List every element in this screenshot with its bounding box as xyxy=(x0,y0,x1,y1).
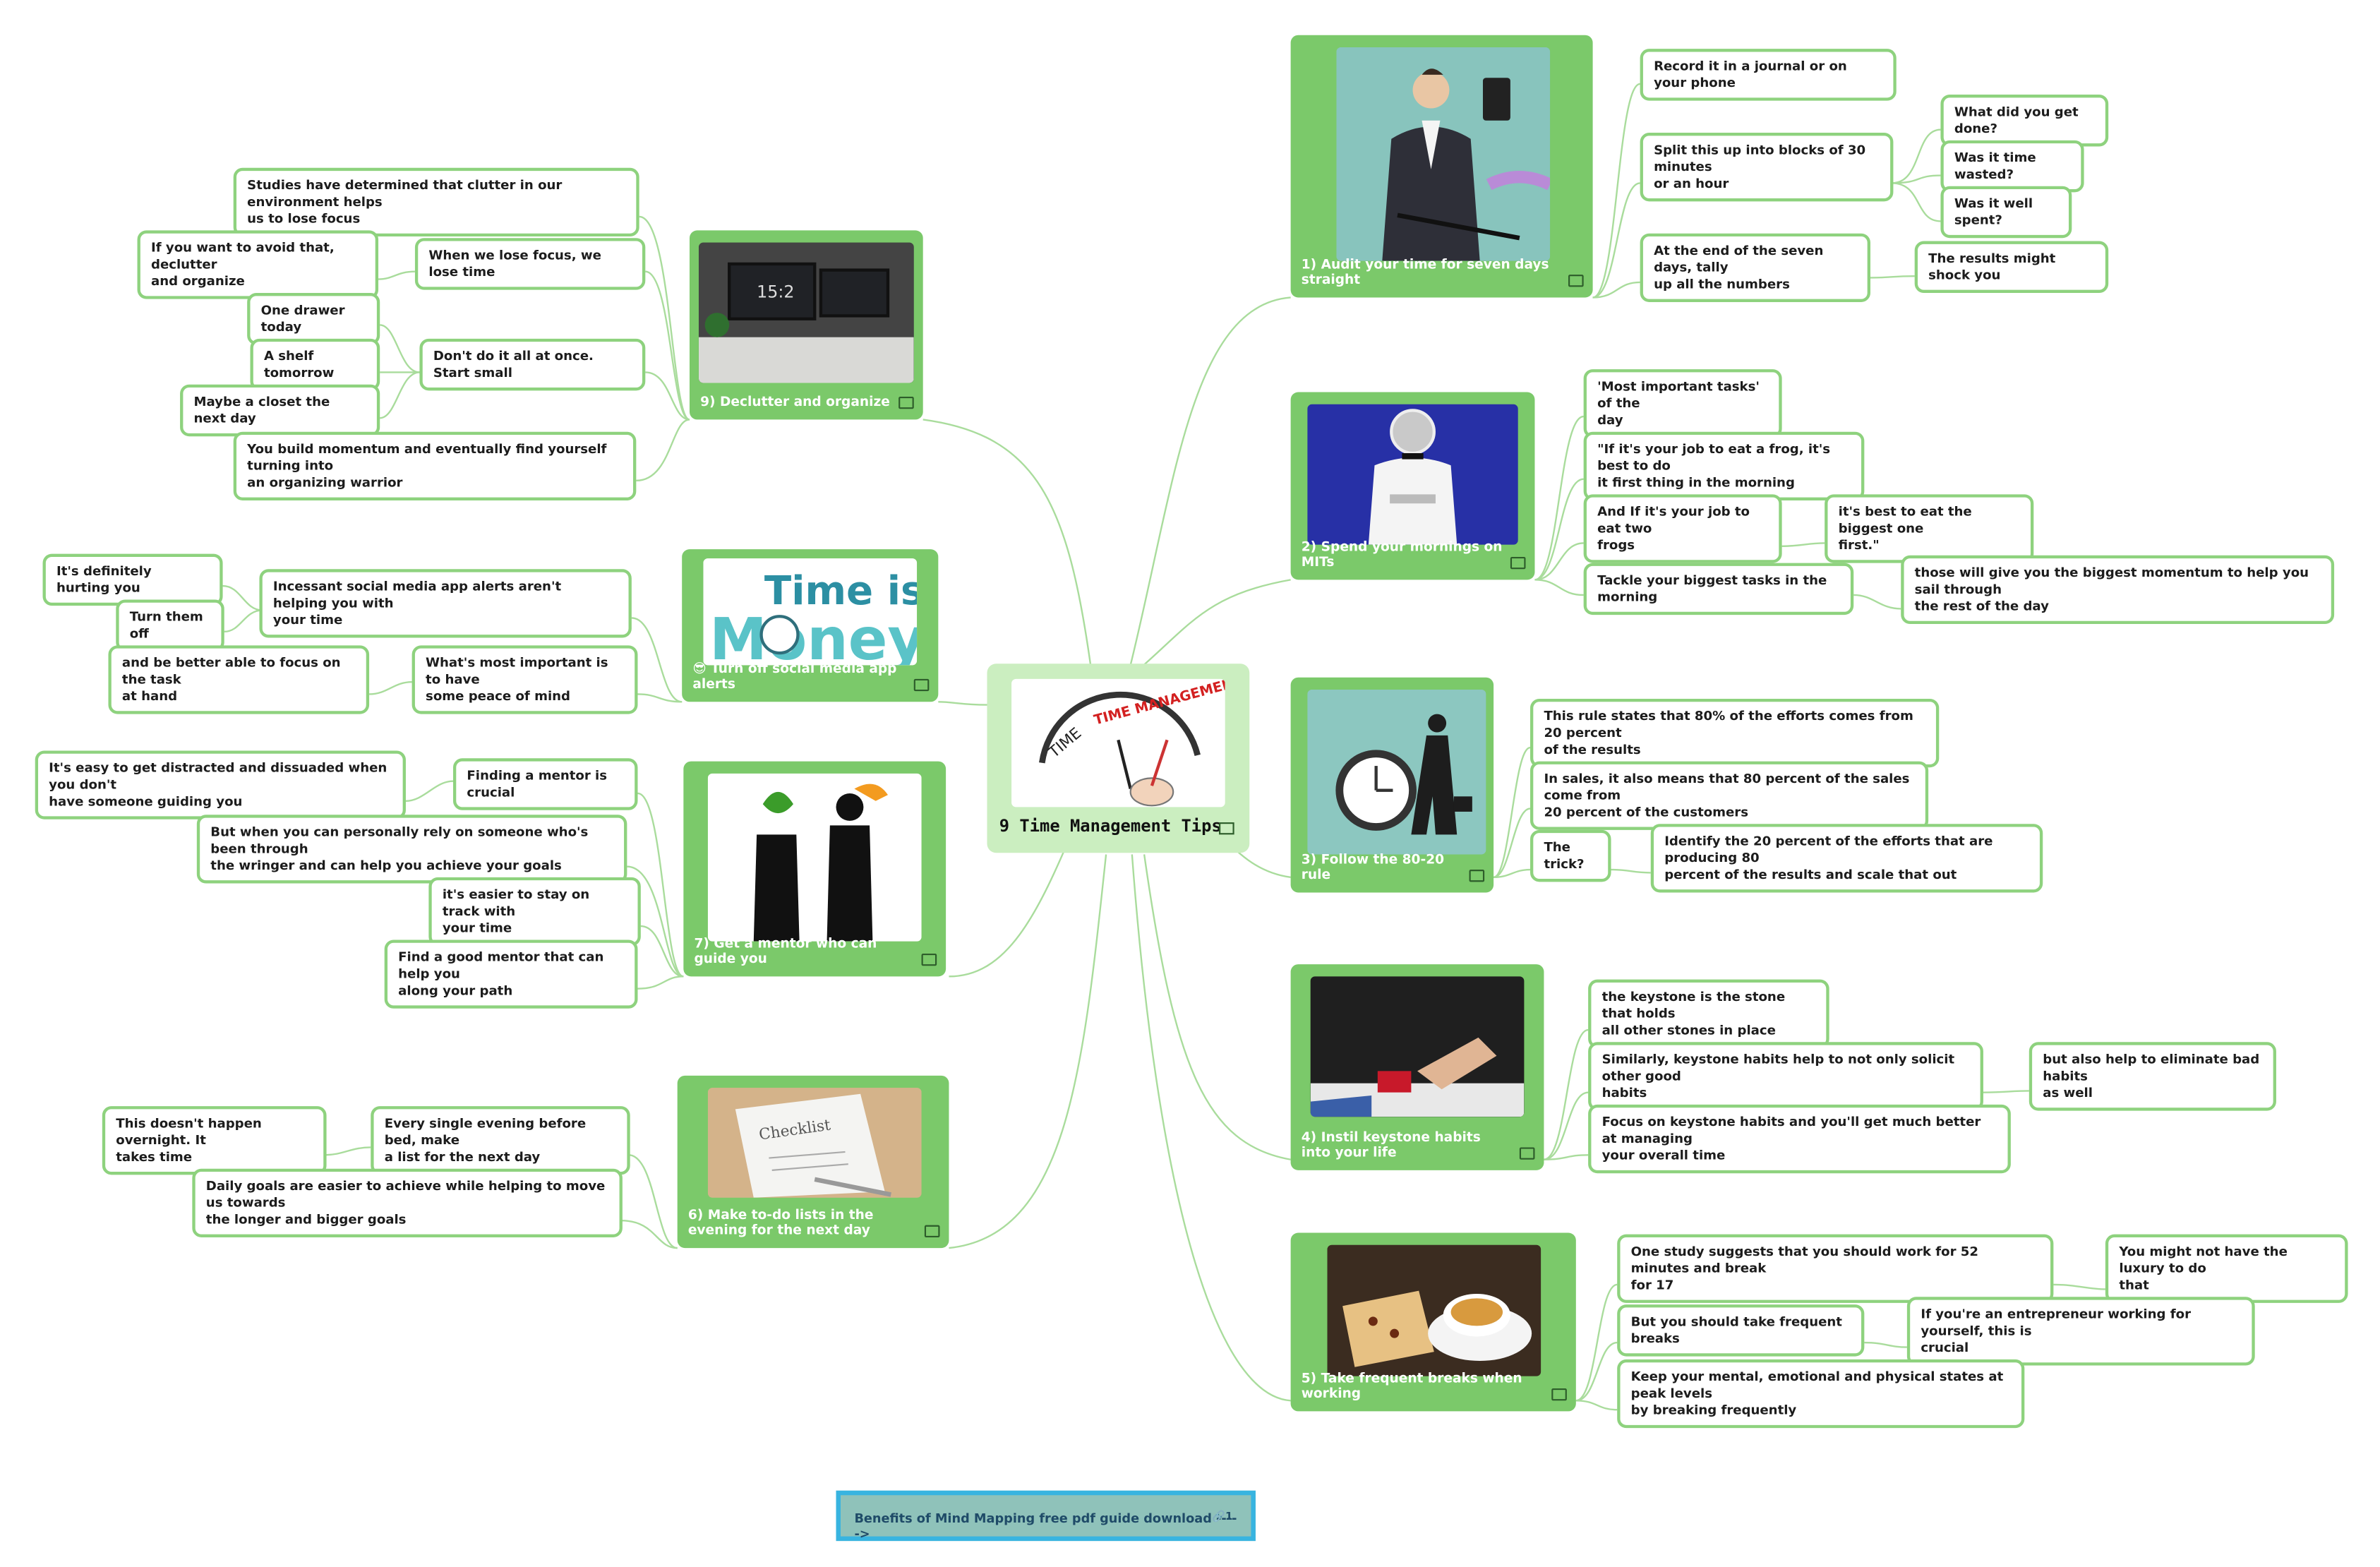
pdf-guide-label: Benefits of Mind Mapping free pdf guide … xyxy=(854,1510,1237,1542)
topic-label: 6) Make to-do lists in the evening for t… xyxy=(687,1207,874,1239)
leaf-in-sales[interactable]: In sales, it also means that 80 percent … xyxy=(1529,761,1929,831)
leaf-hurting-you[interactable]: It's definitely hurting you xyxy=(42,553,223,606)
topic-label: 1) Audit your time for seven days straig… xyxy=(1301,257,1549,289)
alarm-head-man-image xyxy=(1307,404,1518,545)
leaf-easy-distracted[interactable]: It's easy to get distracted and dissuade… xyxy=(35,750,406,820)
image-icon xyxy=(921,953,937,966)
leaf-eat-two-frogs[interactable]: And If it's your job to eat two frogs xyxy=(1583,494,1782,564)
svg-text:15:2: 15:2 xyxy=(757,282,794,301)
leaf-luxury[interactable]: You might not have the luxury to do that xyxy=(2105,1234,2348,1304)
leaf-well-spent[interactable]: Was it well spent? xyxy=(1940,186,2072,239)
leaf-record-journal[interactable]: Record it in a journal or on your phone xyxy=(1640,49,1897,102)
topic-mornings-mits[interactable]: 2) Spend your mornings on MITs xyxy=(1290,392,1535,580)
leaf-biggest-first[interactable]: it's best to eat the biggest one first." xyxy=(1825,494,2034,564)
leaf-keystone-definition[interactable]: the keystone is the stone that holds all… xyxy=(1588,979,1829,1049)
topic-label: 3) Follow the 80-20 rule xyxy=(1301,852,1445,884)
leaf-closet[interactable]: Maybe a closet the next day xyxy=(180,384,380,437)
image-icon xyxy=(1568,275,1584,287)
leaf-not-overnight[interactable]: This doesn't happen overnight. It takes … xyxy=(102,1106,327,1175)
hand-refusing-image xyxy=(1310,976,1525,1117)
leaf-good-habits[interactable]: Similarly, keystone habits help to not o… xyxy=(1588,1042,1983,1112)
leaf-avoid-declutter[interactable]: If you want to avoid that, declutter and… xyxy=(137,230,379,300)
time-management-image: TIME TIME MANAGEMENT xyxy=(1011,678,1225,807)
image-icon xyxy=(1510,556,1526,570)
leaf-turn-them-off[interactable]: Turn them off xyxy=(116,599,224,652)
topic-80-20-rule[interactable]: 3) Follow the 80-20 rule xyxy=(1290,677,1494,893)
central-title: 9 Time Management Tips xyxy=(999,816,1222,836)
businessman-image xyxy=(1336,47,1551,261)
topic-label: 😎 Turn off social media app alerts xyxy=(692,661,897,693)
leaf-identify-20-percent[interactable]: Identify the 20 percent of the efforts t… xyxy=(1650,824,2043,894)
leaf-daily-goals[interactable]: Daily goals are easier to achieve while … xyxy=(192,1168,623,1238)
leaf-focus-keystone[interactable]: Focus on keystone habits and you'll get … xyxy=(1588,1104,2011,1174)
topic-label: 7) Get a mentor who can guide you xyxy=(694,936,877,968)
image-icon xyxy=(1519,1147,1535,1160)
svg-text:Time is: Time is xyxy=(764,568,917,614)
leaf-a-shelf[interactable]: A shelf tomorrow xyxy=(250,338,380,391)
leaf-rely-on-someone[interactable]: But when you can personally rely on some… xyxy=(196,815,627,884)
topic-label: 2) Spend your mornings on MITs xyxy=(1301,539,1503,571)
image-icon xyxy=(924,1225,940,1237)
topic-to-do-lists[interactable]: Checklist 6) Make to-do lists in the eve… xyxy=(677,1075,949,1249)
leaf-eat-frog[interactable]: "If it's your job to eat a frog, it's be… xyxy=(1583,431,1865,501)
leaf-biggest-momentum[interactable]: those will give you the biggest momentum… xyxy=(1901,555,2335,625)
time-is-money-image: Time is Money xyxy=(703,558,918,666)
leaf-eliminate-bad-habits[interactable]: but also help to eliminate bad habits as… xyxy=(2029,1042,2276,1112)
svg-text:Money: Money xyxy=(709,606,917,666)
mentor-silhouettes-image xyxy=(707,773,922,942)
desk-workspace-image: 15:2 xyxy=(698,242,914,383)
leaf-tackle-biggest[interactable]: Tackle your biggest tasks in the morning xyxy=(1583,563,1854,616)
clock-man-image xyxy=(1307,689,1486,855)
leaf-incessant-alerts[interactable]: Incessant social media app alerts aren't… xyxy=(259,569,632,639)
image-icon xyxy=(1551,1388,1567,1401)
leaf-split-blocks[interactable]: Split this up into blocks of 30 minutes … xyxy=(1640,133,1894,202)
leaf-studies-clutter[interactable]: Studies have determined that clutter in … xyxy=(233,167,639,237)
topic-mentor[interactable]: 7) Get a mentor who can guide you xyxy=(683,761,946,977)
leaf-one-drawer[interactable]: One drawer today xyxy=(247,293,380,345)
topic-social-media-alerts[interactable]: Time is Money 😎 Turn off social media ap… xyxy=(682,549,939,702)
image-icon xyxy=(1469,870,1485,882)
topic-keystone-habits[interactable]: 4) Instil keystone habits into your life xyxy=(1290,964,1544,1170)
leaf-entrepreneur[interactable]: If you're an entrepreneur working for yo… xyxy=(1906,1297,2255,1367)
leaf-start-small[interactable]: Don't do it all at once. Start small xyxy=(419,338,646,391)
central-topic[interactable]: TIME TIME MANAGEMENT 9 Time Management T… xyxy=(987,664,1250,853)
attachment-count: 🔗1 xyxy=(1212,1510,1233,1523)
image-icon xyxy=(898,396,914,409)
svg-text:TIME MANAGEMENT: TIME MANAGEMENT xyxy=(1092,679,1225,728)
link-icon: 🔗 xyxy=(1212,1510,1225,1523)
leaf-take-frequent-breaks[interactable]: But you should take frequent breaks xyxy=(1617,1304,1865,1357)
leaf-finding-mentor[interactable]: Finding a mentor is crucial xyxy=(452,758,638,811)
leaf-peace-of-mind[interactable]: What's most important is to have some pe… xyxy=(411,645,638,715)
topic-audit-time[interactable]: 1) Audit your time for seven days straig… xyxy=(1290,35,1593,298)
leaf-time-wasted[interactable]: Was it time wasted? xyxy=(1940,140,2084,193)
pdf-guide-link[interactable]: Benefits of Mind Mapping free pdf guide … xyxy=(836,1490,1256,1542)
leaf-results-shock[interactable]: The results might shock you xyxy=(1914,241,2109,294)
leaf-rule-states[interactable]: This rule states that 80% of the efforts… xyxy=(1529,698,1940,768)
leaf-lose-focus[interactable]: When we lose focus, we lose time xyxy=(414,238,646,291)
leaf-what-done[interactable]: What did you get done? xyxy=(1940,95,2109,147)
checklist-image: Checklist xyxy=(707,1088,922,1198)
leaf-peak-levels[interactable]: Keep your mental, emotional and physical… xyxy=(1617,1359,2025,1429)
leaf-52-minutes[interactable]: One study suggests that you should work … xyxy=(1617,1234,2054,1304)
leaf-the-trick[interactable]: The trick? xyxy=(1529,829,1611,882)
coffee-cake-image xyxy=(1327,1244,1541,1376)
leaf-tally-numbers[interactable]: At the end of the seven days, tally up a… xyxy=(1640,233,1870,303)
leaf-build-momentum[interactable]: You build momentum and eventually find y… xyxy=(233,431,637,501)
leaf-focus-task[interactable]: and be better able to focus on the task … xyxy=(108,645,370,715)
leaf-good-mentor[interactable]: Find a good mentor that can help you alo… xyxy=(384,939,638,1009)
topic-frequent-breaks[interactable]: 5) Take frequent breaks when working xyxy=(1290,1232,1576,1412)
topic-declutter[interactable]: 15:2 9) Declutter and organize xyxy=(689,230,923,420)
image-icon xyxy=(1219,822,1234,835)
leaf-stay-on-track[interactable]: it's easier to stay on track with your t… xyxy=(428,877,641,947)
image-icon xyxy=(913,678,930,692)
leaf-most-important-tasks[interactable]: 'Most important tasks' of the day xyxy=(1583,369,1782,438)
topic-label: 5) Take frequent breaks when working xyxy=(1301,1371,1522,1403)
leaf-every-evening[interactable]: Every single evening before bed, make a … xyxy=(371,1106,630,1175)
topic-label: 4) Instil keystone habits into your life xyxy=(1301,1129,1481,1162)
topic-label: 9) Declutter and organize xyxy=(700,395,890,412)
